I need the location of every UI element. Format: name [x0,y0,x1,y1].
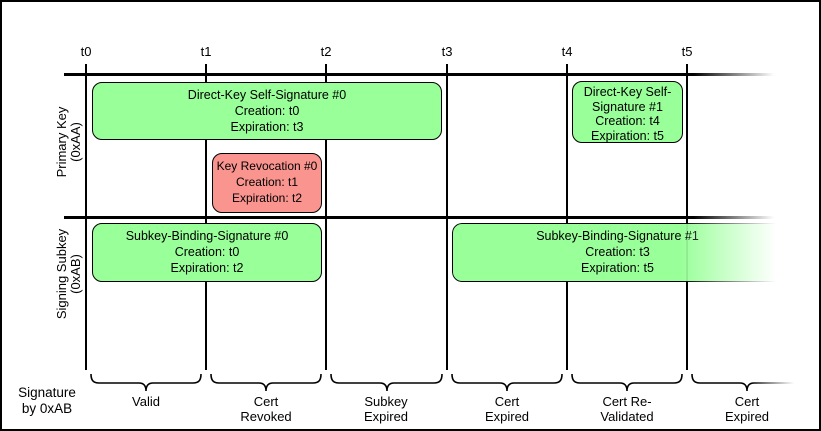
phase-brace-cert-revalidated [571,373,683,393]
signature-box-direct-key-self-signature-0: Direct-Key Self-Signature #0 Creation: t… [92,82,442,140]
phase-label-line: Valid [132,394,160,409]
phase-label-line: Cert [253,394,279,409]
footer-line: by 0xAB [21,401,73,416]
phase-label-valid: Valid [98,394,194,409]
phase-label-cert-revoked: Cert Revoked [218,394,314,424]
tick-label-t0: t0 [80,44,92,59]
phase-brace-valid [90,373,202,393]
track-label-primary-key: Primary Key (0xAA) [54,82,85,202]
footer-line: Signature [18,385,76,400]
signature-expiration: Expiration: t2 [170,261,244,275]
phase-brace-cert-expired-2 [691,373,803,393]
track-name: Primary Key [54,106,69,178]
phase-label-line: Expired [363,409,409,424]
signature-creation: Creation: t4 [595,114,660,128]
track-id: (0xAB) [68,254,83,294]
track-name: Signing Subkey [54,228,69,320]
phase-label-line: Cert [494,394,520,409]
signature-title: Subkey-Binding-Signature #0 [125,229,289,243]
phase-label-cert-expired-2: Cert Expired [699,394,795,424]
tick-label-t1: t1 [200,44,212,59]
signature-box-direct-key-self-signature-1: Direct-Key Self-Signature #1 Creation: t… [572,81,683,143]
track-id: (0xAA) [68,122,83,162]
tick-label-t4: t4 [561,44,573,59]
phase-label-line: Expired [484,409,530,424]
signature-by-0xab-label: Signature by 0xAB [8,385,86,417]
primary-key-axis [64,73,796,76]
signature-box-key-revocation-0: Key Revocation #0 Creation: t1 Expiratio… [212,153,322,213]
phase-label-subkey-expired: Subkey Expired [338,394,434,424]
signature-expiration: Expiration: t5 [581,261,654,275]
tick-label-t3: t3 [441,44,453,59]
signature-title: Direct-Key Self-Signature #0 [187,88,347,102]
signature-title: Direct-Key Self-Signature #1 [583,85,672,114]
signature-title: Key Revocation #0 [216,159,318,173]
signature-box-subkey-binding-signature-1: Subkey-Binding-Signature #1 Creation: t3… [452,223,783,282]
signature-expiration: Expiration: t2 [231,191,303,205]
signature-expiration: Expiration: t5 [591,128,664,143]
phase-label-line: Cert Re- [602,394,652,409]
phase-label-line: Validated [600,409,654,424]
phase-label-cert-expired-1: Cert Expired [459,394,555,424]
signature-creation: Creation: t3 [585,245,650,259]
phase-brace-cert-revoked [210,373,322,393]
signature-title: Subkey-Binding-Signature #1 [536,229,699,243]
phase-brace-subkey-expired [330,373,443,393]
signature-creation: Creation: t0 [174,245,240,259]
phase-label-line: Revoked [240,409,292,424]
signature-creation: Creation: t1 [235,175,299,189]
phase-label-line: Subkey [364,394,408,409]
phase-brace-cert-expired-1 [451,373,563,393]
phase-label-cert-revalidated: Cert Re- Validated [579,394,675,424]
track-label-signing-subkey: Signing Subkey (0xAB) [54,214,85,334]
phase-label-line: Cert [734,394,760,409]
phase-label-line: Expired [724,409,770,424]
tick-label-t2: t2 [320,44,332,59]
signing-subkey-axis [64,216,796,219]
signature-creation: Creation: t0 [234,104,300,118]
tick-label-t5: t5 [681,44,693,59]
signature-expiration: Expiration: t3 [230,120,304,134]
signature-box-subkey-binding-signature-0: Subkey-Binding-Signature #0 Creation: t0… [92,223,322,282]
